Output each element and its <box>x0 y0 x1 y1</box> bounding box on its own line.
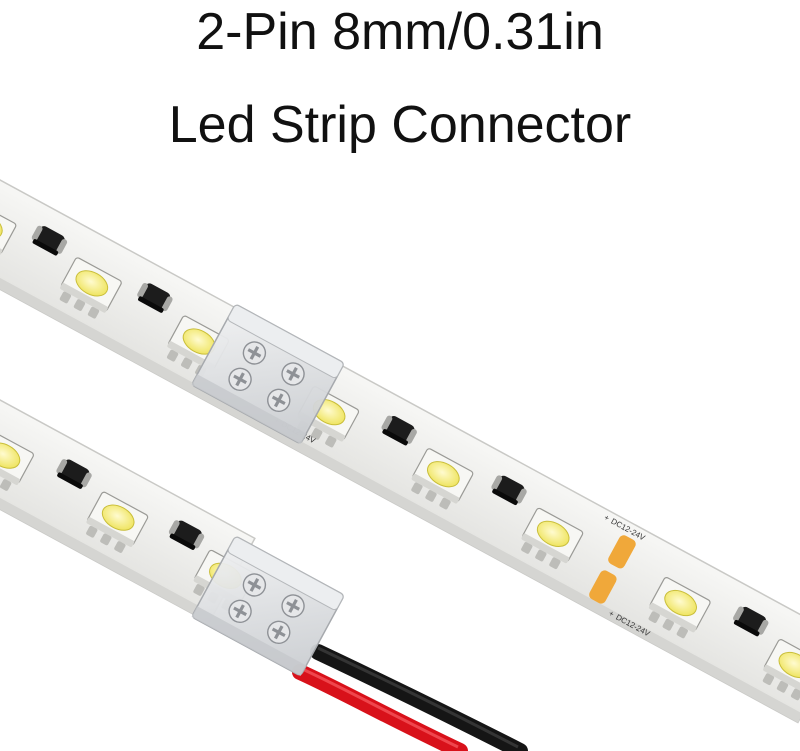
upper-led-strip: + DC12-24V + DC12-24V + DC12-24V <box>0 159 800 724</box>
plus-marker-b: + <box>607 609 616 619</box>
connector-wires <box>292 644 528 751</box>
plus-marker-a: + <box>602 513 611 523</box>
title-line-2: Led Strip Connector <box>168 96 632 154</box>
title-line-1: 2-Pin 8mm/0.31in <box>196 3 604 61</box>
